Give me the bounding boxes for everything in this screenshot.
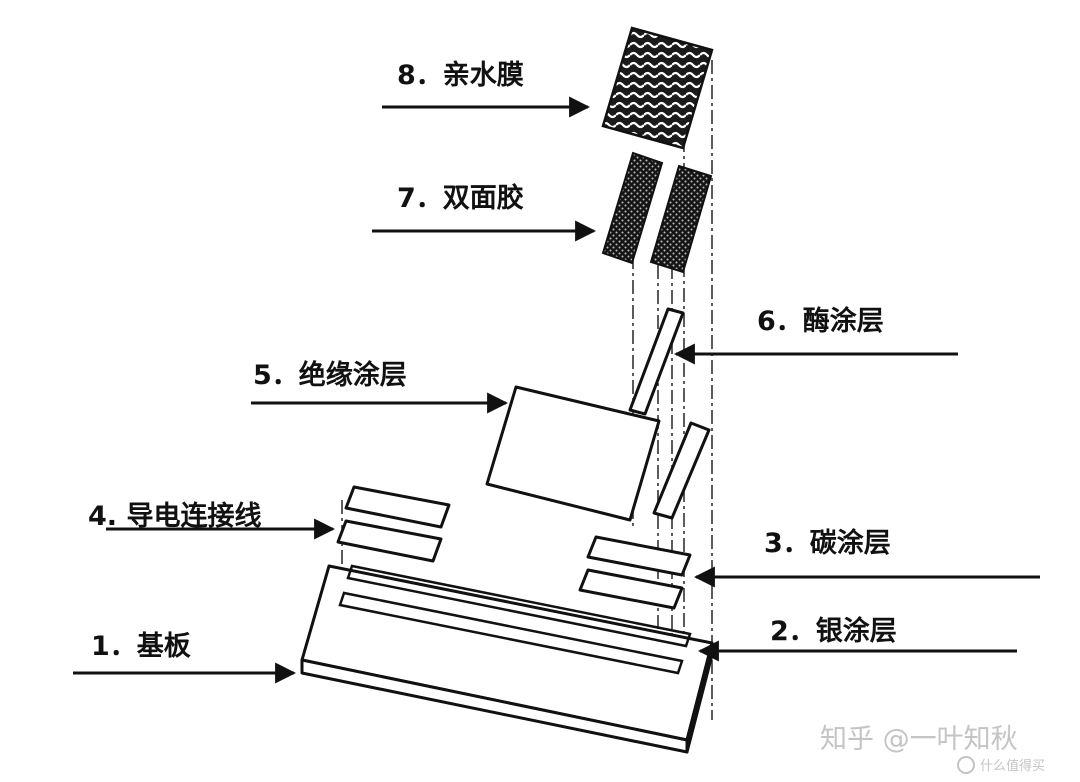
watermark-subtext: 什么值得买 xyxy=(980,758,1045,774)
enzyme-coating-strips xyxy=(628,307,711,520)
conductive-connection-wires xyxy=(336,485,451,563)
label-enzyme-coating: 6．酶涂层 xyxy=(757,305,884,337)
double-sided-tape-strips xyxy=(601,151,713,274)
label-conductive-wires: 4. 导电连接线 xyxy=(88,500,261,532)
label-substrate: 1．基板 xyxy=(91,631,191,662)
insulating-coating-sheet xyxy=(485,385,661,522)
watermark-text: 知乎 @一叶知秋 xyxy=(820,724,1018,755)
label-insulating-coating: 5．绝缘涂层 xyxy=(253,359,407,391)
label-arrows xyxy=(73,96,1040,684)
label-hydrophilic-membrane: 8．亲水膜 xyxy=(397,60,524,91)
carbon-coating-strips xyxy=(578,535,692,610)
silver-coating-tracks xyxy=(338,564,692,675)
watermark: 知乎 @一叶知秋 什么值得买 xyxy=(820,724,1045,774)
watermark-logo-icon xyxy=(957,756,975,774)
label-silver-coating: 2．银涂层 xyxy=(770,615,897,647)
label-double-sided-tape: 7．双面胶 xyxy=(397,182,524,214)
label-carbon-coating: 3．碳涂层 xyxy=(764,527,891,559)
hydrophilic-membrane xyxy=(601,26,714,150)
